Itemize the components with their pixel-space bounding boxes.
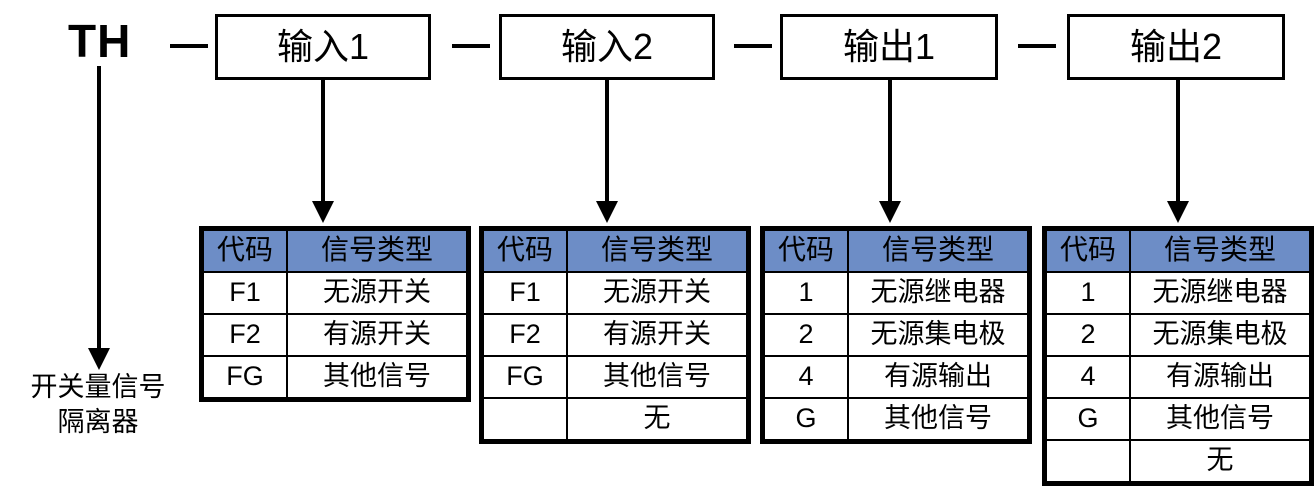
table-row: F2 有源开关	[202, 313, 468, 357]
cell-code: 1	[1045, 271, 1131, 315]
connector-line-input2	[605, 80, 609, 204]
arrow-head-output1	[879, 201, 901, 223]
separator-dash-2	[452, 44, 490, 48]
cell-signal-type: 其他信号	[1129, 397, 1311, 441]
legend-table-input2: 代码 信号类型 F1 无源开关 F2 有源开关 FG 其他信号 无	[479, 226, 751, 444]
cell-signal-type: 有源开关	[566, 313, 748, 357]
table-row: FG 其他信号	[202, 355, 468, 399]
cell-signal-type: 有源开关	[286, 313, 468, 357]
column-header-code: 代码	[202, 229, 288, 273]
arrow-head-input1	[312, 201, 334, 223]
column-header-code: 代码	[1045, 229, 1131, 273]
cell-code: 2	[1045, 313, 1131, 357]
table-row: 4 有源输出	[763, 355, 1029, 399]
cell-code: F2	[482, 313, 568, 357]
cell-signal-type: 无	[566, 397, 748, 441]
cell-code	[482, 397, 568, 441]
legend-table-output2: 代码 信号类型 1 无源继电器 2 无源集电极 4 有源输出 G 其他信号	[1042, 226, 1314, 486]
table-row: 1 无源继电器	[1045, 271, 1311, 315]
table-header-row: 代码 信号类型	[482, 229, 748, 273]
column-header-signal-type: 信号类型	[1129, 229, 1311, 273]
table-header-row: 代码 信号类型	[1045, 229, 1311, 273]
connector-line-prefix	[97, 66, 101, 350]
product-caption-line2: 隔离器	[57, 406, 139, 437]
table-row: G 其他信号	[763, 397, 1029, 441]
table-row: F1 无源开关	[482, 271, 748, 315]
cell-code: F2	[202, 313, 288, 357]
table-header-row: 代码 信号类型	[202, 229, 468, 273]
legend-table-output1: 代码 信号类型 1 无源继电器 2 无源集电极 4 有源输出 G 其他信号	[760, 226, 1032, 444]
table-row: 4 有源输出	[1045, 355, 1311, 399]
cell-code: F1	[202, 271, 288, 315]
cell-code: F1	[482, 271, 568, 315]
arrow-head-prefix	[88, 348, 110, 370]
connector-line-output1	[888, 80, 892, 204]
cell-signal-type: 无源开关	[566, 271, 748, 315]
column-header-code: 代码	[482, 229, 568, 273]
segment-box-input2-label: 输入2	[560, 26, 654, 67]
cell-signal-type: 有源输出	[847, 355, 1029, 399]
segment-box-output2[interactable]: 输出2	[1067, 14, 1285, 80]
table-row: F1 无源开关	[202, 271, 468, 315]
segment-box-output1[interactable]: 输出1	[780, 14, 998, 80]
model-prefix: TH	[68, 15, 132, 67]
cell-signal-type: 无源开关	[286, 271, 468, 315]
cell-signal-type: 无源继电器	[847, 271, 1029, 315]
separator-dash-1	[170, 44, 208, 48]
connector-line-input1	[321, 80, 325, 204]
table-row: F2 有源开关	[482, 313, 748, 357]
cell-code: FG	[202, 355, 288, 399]
separator-dash-4	[1018, 44, 1056, 48]
table-row: 2 无源集电极	[1045, 313, 1311, 357]
segment-box-input1[interactable]: 输入1	[215, 14, 431, 80]
arrow-head-output2	[1167, 201, 1189, 223]
product-caption: 开关量信号 隔离器	[0, 370, 196, 439]
connector-line-output2	[1176, 80, 1180, 204]
separator-dash-3	[734, 44, 772, 48]
segment-box-input2[interactable]: 输入2	[499, 14, 715, 80]
cell-code: G	[763, 397, 849, 441]
cell-signal-type: 无源继电器	[1129, 271, 1311, 315]
column-header-signal-type: 信号类型	[286, 229, 468, 273]
table-row: 2 无源集电极	[763, 313, 1029, 357]
segment-box-output1-label: 输出1	[842, 26, 936, 67]
cell-signal-type: 有源输出	[1129, 355, 1311, 399]
cell-code: 4	[1045, 355, 1131, 399]
segment-box-output2-label: 输出2	[1129, 26, 1223, 67]
arrow-head-input2	[596, 201, 618, 223]
table-row: G 其他信号	[1045, 397, 1311, 441]
column-header-code: 代码	[763, 229, 849, 273]
table-row: 无	[482, 397, 748, 441]
table-row: 1 无源继电器	[763, 271, 1029, 315]
cell-code: 2	[763, 313, 849, 357]
cell-signal-type: 其他信号	[566, 355, 748, 399]
cell-signal-type: 无源集电极	[847, 313, 1029, 357]
legend-table-input1: 代码 信号类型 F1 无源开关 F2 有源开关 FG 其他信号	[199, 226, 471, 402]
table-row: 无	[1045, 439, 1311, 483]
column-header-signal-type: 信号类型	[566, 229, 748, 273]
cell-signal-type: 无源集电极	[1129, 313, 1311, 357]
cell-signal-type: 其他信号	[847, 397, 1029, 441]
cell-code	[1045, 439, 1131, 483]
cell-code: 1	[763, 271, 849, 315]
product-caption-line1: 开关量信号	[30, 372, 166, 402]
column-header-signal-type: 信号类型	[847, 229, 1029, 273]
segment-box-input1-label: 输入1	[276, 26, 370, 67]
cell-signal-type: 无	[1129, 439, 1311, 483]
cell-code: G	[1045, 397, 1131, 441]
table-header-row: 代码 信号类型	[763, 229, 1029, 273]
cell-code: 4	[763, 355, 849, 399]
table-row: FG 其他信号	[482, 355, 748, 399]
cell-signal-type: 其他信号	[286, 355, 468, 399]
cell-code: FG	[482, 355, 568, 399]
